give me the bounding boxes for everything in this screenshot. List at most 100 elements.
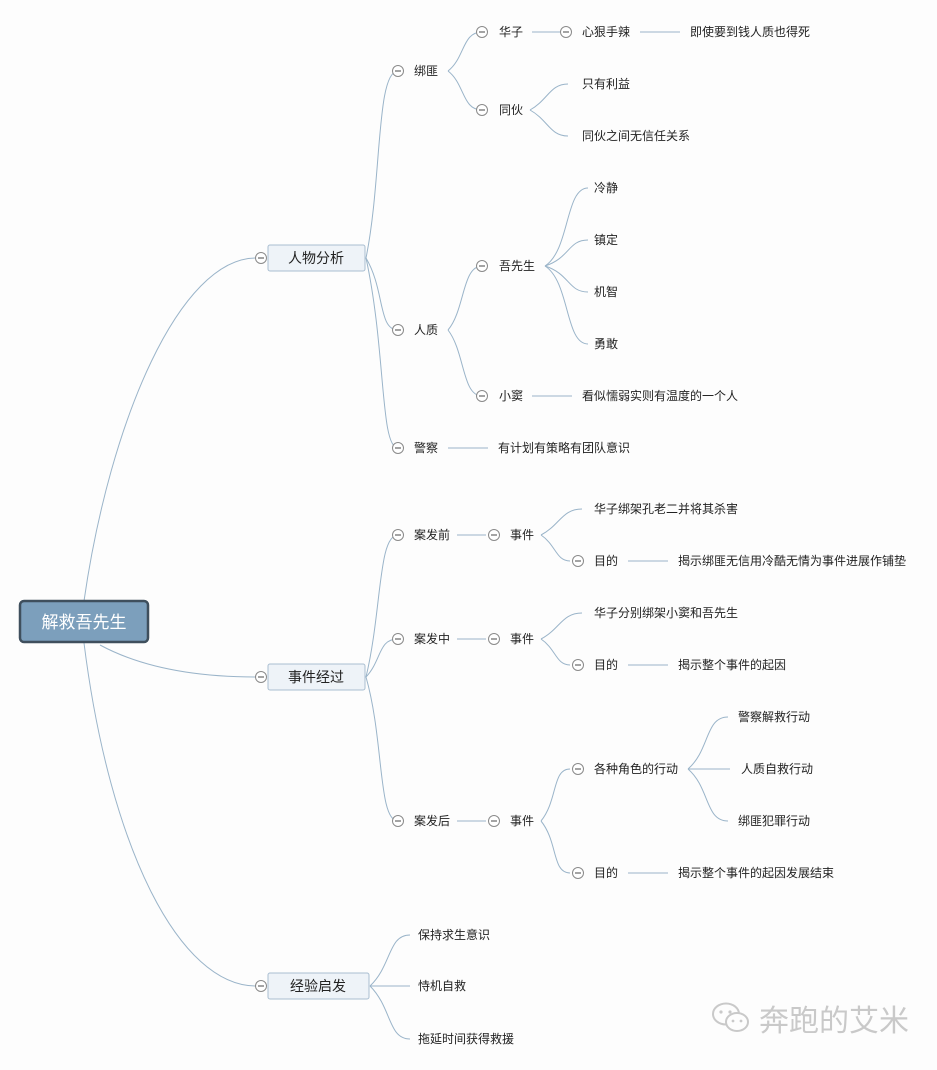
node-huazi-detail[interactable]: 即使要到钱人质也得死 (690, 24, 810, 39)
collapse-toggle[interactable] (488, 633, 500, 645)
collapse-toggle[interactable] (392, 529, 404, 541)
node-during-event[interactable]: 事件 (510, 632, 534, 646)
node-mrwu[interactable]: 吾先生 (499, 259, 535, 273)
node-after-purpose-detail[interactable]: 揭示整个事件的起因发展结束 (678, 865, 834, 880)
edge-accomplices-point2 (529, 109, 569, 137)
watermark-text: 奔跑的艾米 (759, 1004, 909, 1039)
node-after-action-item[interactable]: 绑匪犯罪行动 (738, 814, 810, 828)
node-before-event-detail[interactable]: 华子绑架孔老二并将其杀害 (594, 501, 738, 516)
edge-during-event-detail (540, 612, 583, 640)
connector-lines (83, 31, 730, 1040)
node-before-purpose-detail[interactable]: 揭示绑匪无信用冷酷无情为事件进展作铺垫 (678, 553, 906, 568)
edge-mrwu-trait1 (544, 187, 589, 267)
edge-events-after (365, 676, 399, 822)
node-during-event-detail[interactable]: 华子分别绑架小窦和吾先生 (594, 606, 738, 620)
main-node-characters-label: 人物分析 (288, 251, 344, 267)
collapse-toggle[interactable] (255, 980, 267, 992)
node-before[interactable]: 案发前 (414, 527, 450, 542)
node-xiaodou[interactable]: 小窦 (499, 389, 523, 403)
edge-hostages-mrwu (447, 265, 483, 331)
edge-after-actions (540, 768, 571, 822)
collapse-toggle[interactable] (560, 26, 572, 38)
edge-mrwu-trait4 (544, 265, 589, 345)
main-node-lessons-label: 经验启发 (290, 979, 346, 995)
node-accomplices-point2[interactable]: 同伙之间无信任关系 (582, 129, 690, 143)
edge-hostages-xiaodou (447, 329, 483, 397)
edge-characters-kidnappers (365, 70, 399, 259)
main-node-events[interactable]: 事件经过 (267, 663, 366, 691)
node-during-purpose-detail[interactable]: 揭示整个事件的起因 (678, 657, 786, 672)
wechat-icon (712, 1002, 749, 1032)
collapse-toggle[interactable] (392, 442, 404, 454)
edge-before-event-detail (540, 508, 583, 536)
edge-events-before (365, 534, 399, 678)
collapse-toggle[interactable] (488, 529, 500, 541)
node-xiaodou-detail[interactable]: 看似懦弱实则有温度的一个人 (582, 388, 738, 403)
edge-kidnappers-accomplices (447, 70, 483, 111)
edge-mrwu-trait3 (544, 265, 589, 293)
collapse-toggle[interactable] (255, 252, 267, 264)
collapse-toggle[interactable] (476, 260, 488, 272)
edge-before-purpose (540, 534, 571, 562)
edge-during-purpose (540, 638, 571, 666)
collapse-toggles (255, 26, 584, 992)
collapse-toggle[interactable] (392, 65, 404, 77)
edge-root-events (99, 644, 257, 678)
collapse-toggle[interactable] (572, 555, 584, 567)
node-after-purpose[interactable]: 目的 (594, 865, 618, 880)
collapse-toggle[interactable] (476, 390, 488, 402)
collapse-toggle[interactable] (255, 671, 267, 683)
node-police-detail[interactable]: 有计划有策略有团队意识 (498, 440, 630, 455)
node-after-actions[interactable]: 各种角色的行动 (594, 761, 678, 776)
collapse-toggle[interactable] (392, 815, 404, 827)
node-kidnappers[interactable]: 绑匪 (414, 64, 438, 78)
edge-events-during (365, 638, 399, 678)
node-mrwu-trait[interactable]: 镇定 (594, 232, 618, 247)
edge-actions-item3 (687, 768, 729, 822)
node-mrwu-trait[interactable]: 机智 (594, 284, 618, 299)
node-lesson-item[interactable]: 保持求生意识 (418, 927, 490, 942)
edge-accomplices-point1 (529, 83, 569, 111)
node-hostages[interactable]: 人质 (414, 323, 438, 337)
collapse-toggle[interactable] (488, 815, 500, 827)
node-lesson-item[interactable]: 拖延时间获得救援 (418, 1031, 514, 1046)
node-before-purpose[interactable]: 目的 (594, 553, 618, 568)
edge-characters-police (365, 257, 399, 449)
edge-actions-item1 (687, 716, 729, 770)
edge-lessons-item3 (369, 985, 411, 1040)
main-node-events-label: 事件经过 (288, 670, 344, 686)
node-during[interactable]: 案发中 (414, 631, 450, 646)
node-accomplices-point1[interactable]: 只有利益 (582, 77, 630, 91)
root-node[interactable]: 解救吾先生 (18, 599, 150, 644)
collapse-toggle[interactable] (392, 324, 404, 336)
node-after-action-item[interactable]: 人质自救行动 (741, 761, 813, 776)
node-mrwu-trait[interactable]: 勇敢 (594, 337, 618, 351)
collapse-toggle[interactable] (476, 26, 488, 38)
node-after-action-item[interactable]: 警察解救行动 (738, 709, 810, 724)
main-node-characters[interactable]: 人物分析 (267, 244, 366, 272)
node-before-event[interactable]: 事件 (510, 528, 534, 542)
edge-root-characters (83, 257, 257, 602)
node-huazi[interactable]: 华子 (499, 25, 523, 39)
edge-lessons-item1 (369, 934, 411, 987)
edge-root-lessons (83, 642, 257, 987)
node-huazi-trait[interactable]: 心狠手辣 (582, 25, 630, 39)
node-during-purpose[interactable]: 目的 (594, 657, 618, 672)
collapse-toggle[interactable] (572, 659, 584, 671)
edge-mrwu-trait2 (544, 239, 589, 267)
node-after-event[interactable]: 事件 (510, 814, 534, 828)
node-accomplices[interactable]: 同伙 (499, 103, 523, 117)
collapse-toggle[interactable] (572, 867, 584, 879)
node-after[interactable]: 案发后 (414, 813, 450, 828)
collapse-toggle[interactable] (476, 104, 488, 116)
node-police[interactable]: 警察 (414, 440, 438, 455)
node-lesson-item[interactable]: 恃机自救 (418, 978, 466, 993)
watermark: 奔跑的艾米 (711, 996, 909, 1040)
node-mrwu-trait[interactable]: 冷静 (594, 181, 618, 195)
root-label: 解救吾先生 (42, 613, 127, 633)
edge-kidnappers-huazi (447, 31, 483, 72)
collapse-toggle[interactable] (392, 633, 404, 645)
collapse-toggle[interactable] (572, 763, 584, 775)
main-node-lessons[interactable]: 经验启发 (267, 972, 370, 1000)
